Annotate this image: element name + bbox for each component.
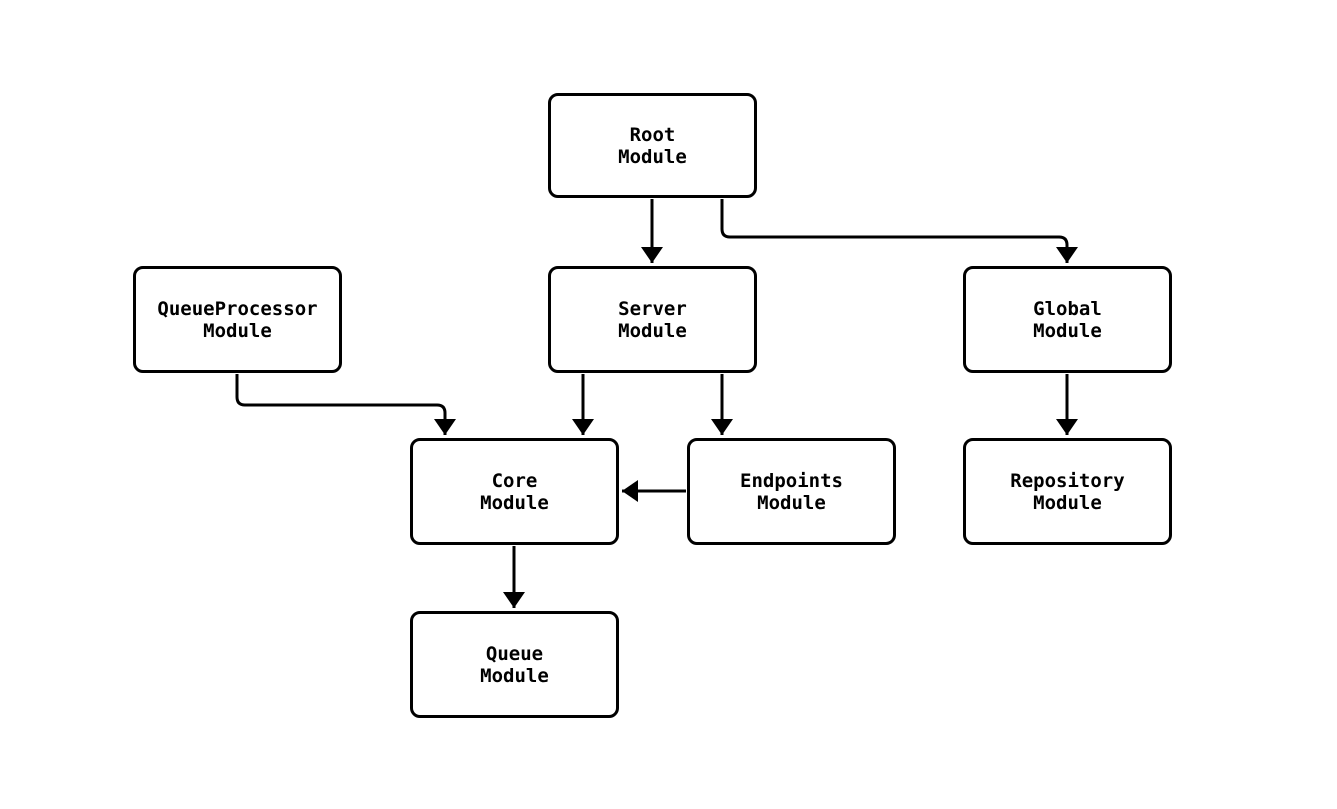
node-queue-module: Queue Module <box>410 611 619 718</box>
node-core-module-label: Core Module <box>480 469 549 514</box>
node-server-module-label: Server Module <box>618 297 687 342</box>
node-global-module-label: Global Module <box>1033 297 1102 342</box>
node-queueprocessor-module: QueueProcessor Module <box>133 266 342 373</box>
node-repository-module: Repository Module <box>963 438 1172 545</box>
node-repository-module-label: Repository Module <box>1010 469 1125 514</box>
node-global-module: Global Module <box>963 266 1172 373</box>
node-root-module-label: Root Module <box>618 123 687 168</box>
node-queueprocessor-module-label: QueueProcessor Module <box>157 297 318 342</box>
node-endpoints-module-label: Endpoints Module <box>740 469 843 514</box>
node-core-module: Core Module <box>410 438 619 545</box>
node-server-module: Server Module <box>548 266 757 373</box>
edge-root-to-global <box>720 199 1078 263</box>
node-root-module: Root Module <box>548 93 757 198</box>
node-endpoints-module: Endpoints Module <box>687 438 896 545</box>
edge-queueprocessor-to-core <box>235 374 456 435</box>
node-queue-module-label: Queue Module <box>480 642 549 687</box>
